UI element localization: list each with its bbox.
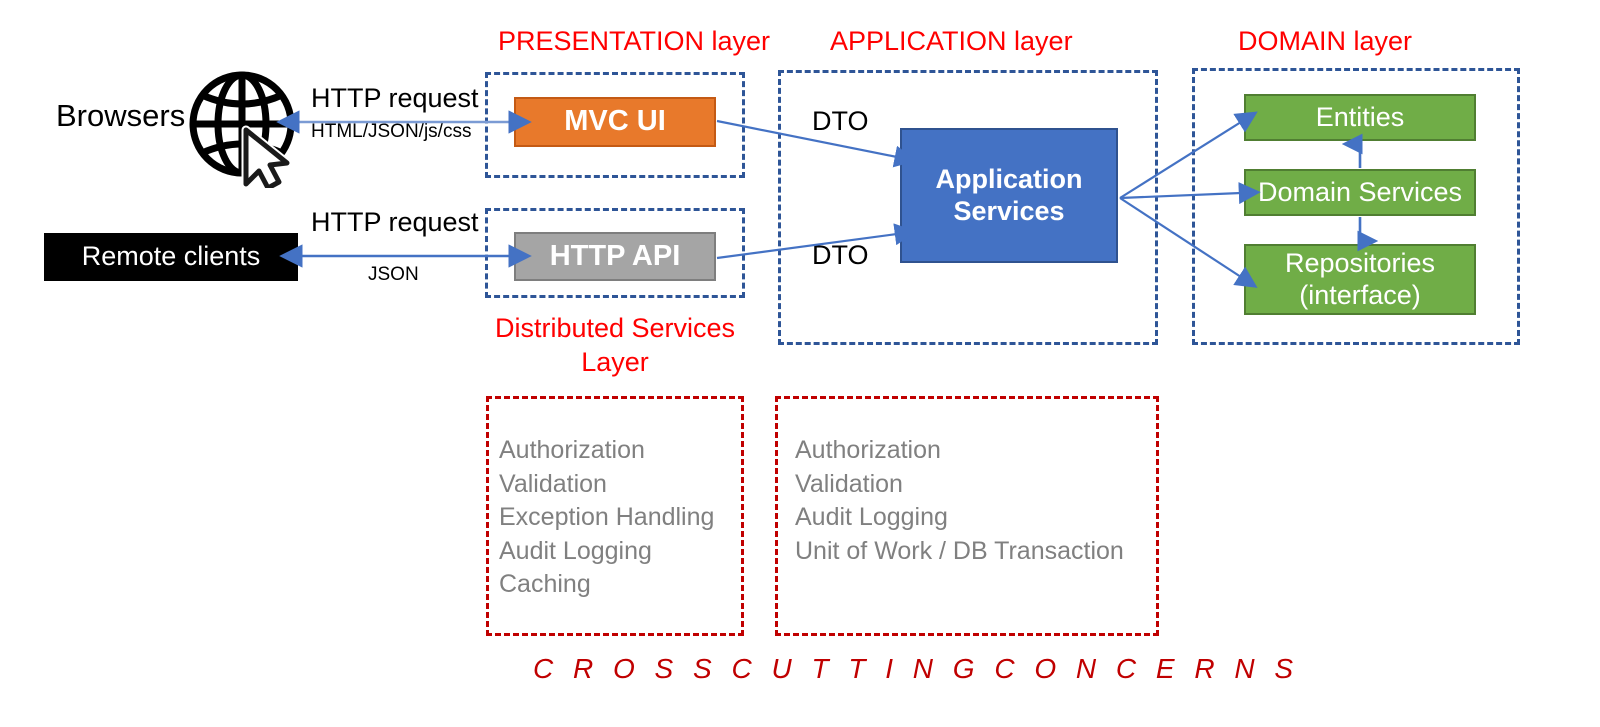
repositories-label-line2: (interface) (1299, 279, 1421, 310)
cc-item: Audit Logging (499, 536, 652, 565)
mvc-ui-label: MVC UI (564, 105, 666, 138)
remote-response-label: JSON (368, 264, 419, 285)
browsers-label: Browsers (56, 98, 186, 133)
dto-top-label: DTO (812, 106, 869, 136)
browser-request-label: HTTP request (311, 83, 479, 113)
cc-item: Unit of Work / DB Transaction (795, 536, 1124, 565)
domain-services-node: Domain Services (1244, 169, 1476, 216)
application-crosscutting-list: Authorization Validation Audit Logging U… (795, 434, 1124, 568)
repositories-label-line1: Repositories (1284, 248, 1436, 279)
cc-item: Validation (499, 469, 607, 498)
mvc-ui-node: MVC UI (514, 97, 716, 147)
cc-item: Authorization (795, 436, 941, 464)
distributed-services-layer-title: Distributed Services Layer (480, 312, 750, 380)
domain-services-label: Domain Services (1257, 176, 1463, 207)
globe-cursor-icon (186, 68, 306, 193)
presentation-crosscutting-container (486, 396, 744, 636)
dsl-title-line1: Distributed Services (494, 313, 736, 343)
cc-item: Exception Handling (499, 503, 715, 531)
crosscutting-footer-label: C R O S S C U T T I N G C O N C E R N S (533, 653, 1300, 684)
domain-layer-title: DOMAIN layer (1237, 26, 1413, 56)
entities-node: Entities (1244, 94, 1476, 141)
remote-clients-node: Remote clients (44, 233, 298, 281)
browser-response-label: HTML/JSON/js/css (311, 121, 472, 142)
application-layer-title: APPLICATION layer (830, 26, 1073, 56)
cc-item: Caching (499, 570, 591, 598)
remote-clients-label: Remote clients (81, 241, 261, 272)
cc-item: Audit Logging (795, 503, 948, 531)
dto-bottom-label: DTO (812, 240, 869, 270)
application-services-label-line1: Application (935, 164, 1083, 195)
cc-item: Authorization (499, 436, 645, 464)
presentation-crosscutting-list: Authorization Validation Exception Handl… (499, 434, 714, 602)
dsl-title-line2: Layer (581, 346, 649, 377)
application-services-node: Application Services (900, 128, 1118, 263)
entities-label: Entities (1315, 101, 1405, 132)
http-api-label: HTTP API (549, 239, 681, 272)
cc-item: Validation (795, 469, 903, 498)
application-crosscutting-container (775, 396, 1159, 636)
repositories-node: Repositories (interface) (1244, 244, 1476, 315)
application-services-label-line2: Services (953, 195, 1065, 226)
http-api-node: HTTP API (514, 232, 716, 281)
remote-request-label: HTTP request (311, 207, 479, 237)
presentation-layer-title: PRESENTATION layer (498, 26, 771, 56)
